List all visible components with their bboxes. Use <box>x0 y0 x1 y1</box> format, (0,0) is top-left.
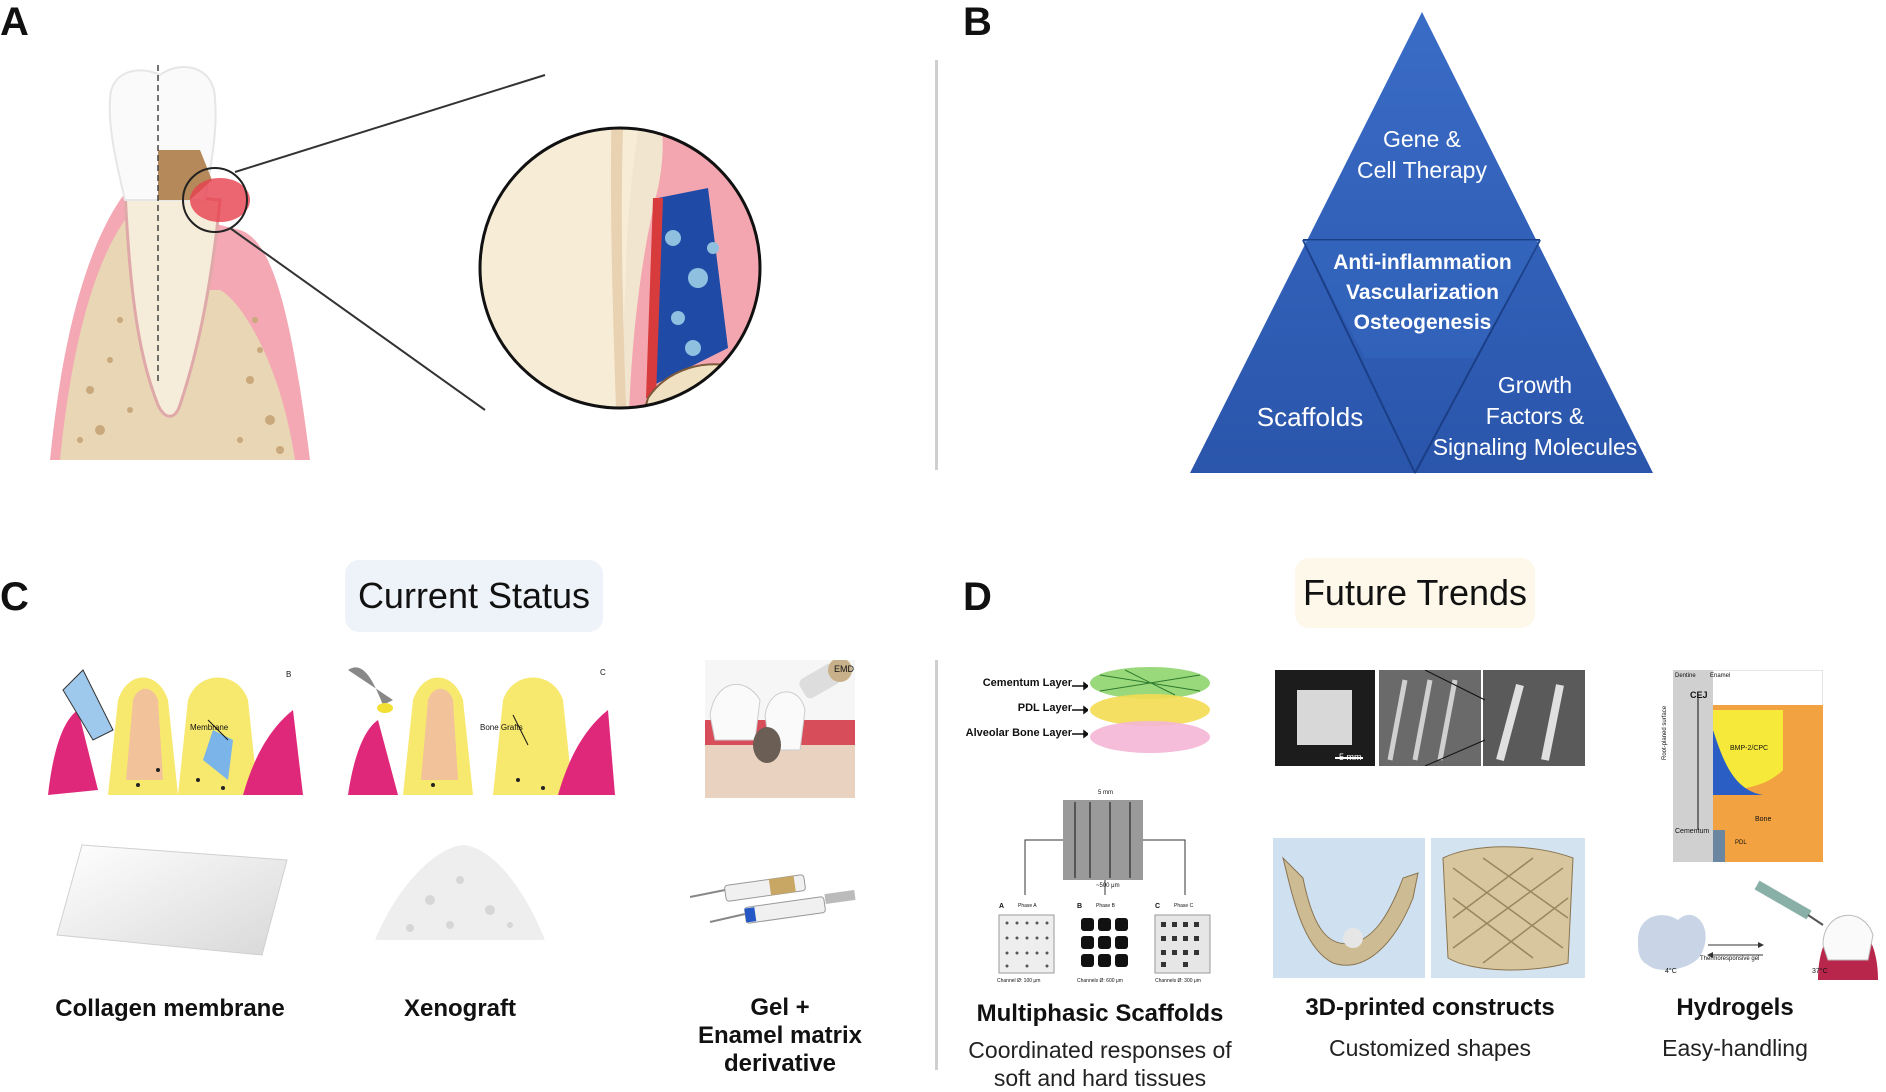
dentine-label: Dentine <box>1675 673 1696 679</box>
phase-c-label: Phase C <box>1174 903 1194 909</box>
pdl-label: PDL <box>1735 840 1747 846</box>
phase-id-b: B <box>1077 903 1083 910</box>
gel-syringes-photo <box>689 874 856 924</box>
zoomed-periodontium-detail <box>478 126 762 410</box>
multiphasic-caption: Multiphasic Scaffolds <box>976 1000 1224 1027</box>
panel-letter-d: D <box>963 575 992 619</box>
gel-emd-caption: Gel + Enamel matrix derivative <box>640 994 920 1078</box>
bone-label: Bone <box>1755 816 1772 823</box>
emd-label: EMD <box>834 664 854 674</box>
thermoresponsive-gel-label: Thermoresponsive gel <box>1700 956 1760 962</box>
channel-b-label: Channels Ø: 600 μm <box>1077 978 1123 984</box>
panel-letter-a: A <box>0 0 29 44</box>
triangle-top-line1: Gene & <box>1383 126 1461 152</box>
3d-printed-sem-images <box>1275 670 1585 766</box>
hydrogel-defect-diagram <box>1673 670 1823 862</box>
multiphasic-sub-line1: Coordinated responses of <box>968 1037 1232 1063</box>
triangle-right-text: Growth Factors & Signaling Molecules <box>1425 370 1645 463</box>
divider-cd <box>935 660 938 1070</box>
alveolar-bone-layer-label: Alveolar Bone Layer <box>965 727 1072 739</box>
triangle-center-text: Anti-inflammation Vascularization Osteog… <box>1300 248 1545 338</box>
tooth-periodontal-illustration <box>50 65 546 460</box>
3d-printed-caption: 3D-printed constructs <box>1305 994 1555 1021</box>
sem-scale-label: 5 mm <box>1339 752 1362 762</box>
3d-printed-subcaption: Customized shapes <box>1329 1035 1531 1061</box>
triangle-top-text: Gene & Cell Therapy <box>1322 124 1522 186</box>
gel-emd-caption-line2: Enamel matrix derivative <box>697 1022 863 1077</box>
cementum-layer-label: Cementum Layer <box>982 677 1072 689</box>
hydrogels-subcaption: Easy-handling <box>1662 1035 1808 1061</box>
collagen-membrane-caption: Collagen membrane <box>55 995 285 1022</box>
future-trends-title: Future Trends <box>1295 558 1535 628</box>
thermoresponsive-gel-diagram <box>1638 880 1878 980</box>
multiphasic-phases-diagram <box>998 800 1211 974</box>
layer-arrows <box>1072 681 1088 739</box>
channel-c-label: Channels Ø: 300 μm <box>1155 978 1201 984</box>
membrane-procedure-diagram <box>38 660 306 798</box>
xenograft-granules-photo <box>375 845 545 940</box>
bmp-label: BMP-2/CPC <box>1730 745 1769 752</box>
diagram-c-label: C <box>600 668 606 677</box>
bone-graft-procedure-diagram <box>343 660 618 798</box>
triangle-top-line2: Cell Therapy <box>1357 157 1487 183</box>
multiphasic-subcaption: Coordinated responses of soft and hard t… <box>950 1036 1250 1092</box>
therapy-triangle <box>1190 12 1653 474</box>
phase-scale-top: 5 mm <box>1098 790 1113 796</box>
bone-grafts-label: Bone Grafts <box>480 723 523 732</box>
current-status-title: Current Status <box>345 560 603 632</box>
pdl-layer-label: PDL Layer <box>1017 702 1072 714</box>
panel-letter-c: C <box>0 575 29 619</box>
membrane-label: Membrane <box>190 723 229 732</box>
triangle-right-line1: Growth <box>1497 372 1573 398</box>
phase-a-label: Phase A <box>1018 903 1037 909</box>
triangle-center-line1: Anti-inflammation <box>1333 251 1512 274</box>
xenograft-caption: Xenograft <box>403 995 516 1022</box>
triangle-center-line2: Vascularization <box>1346 281 1499 304</box>
enamel-label: Enamel <box>1710 673 1731 679</box>
diagram-b-label: B <box>286 670 292 679</box>
cej-label: CEJ <box>1690 690 1708 700</box>
divider-ab <box>935 60 938 470</box>
cementum-label: Cementum <box>1675 828 1710 835</box>
phase-id-a: A <box>999 903 1005 910</box>
collagen-membrane-photo <box>56 844 288 956</box>
phase-id-c: C <box>1155 903 1161 910</box>
triangle-right-line2: Factors & <box>1485 403 1585 429</box>
panel-letter-b: B <box>963 0 992 44</box>
3d-printed-mandible-render <box>1273 838 1585 978</box>
multiphasic-sub-line2: soft and hard tissues <box>993 1065 1207 1091</box>
gel-application-3d-render <box>705 660 855 798</box>
cold-temp-label: 4°C <box>1665 968 1677 975</box>
multiphasic-layers-diagram <box>1090 667 1210 753</box>
warm-temp-label: 37°C <box>1812 968 1828 975</box>
triangle-left-text: Scaffolds <box>1256 402 1364 432</box>
phase-b-label: Phase B <box>1096 903 1115 909</box>
gel-emd-caption-line1: Gel + <box>750 994 810 1021</box>
triangle-center-line3: Osteogenesis <box>1353 311 1492 334</box>
channel-a-label: Channel Ø: 100 μm <box>997 978 1041 984</box>
root-planed-label: Root-planed surface <box>1662 705 1668 760</box>
triangle-right-line3: Signaling Molecules <box>1432 434 1638 460</box>
phase-scale-mid: ~500 μm <box>1096 883 1120 889</box>
hydrogels-caption: Hydrogels <box>1676 994 1794 1021</box>
